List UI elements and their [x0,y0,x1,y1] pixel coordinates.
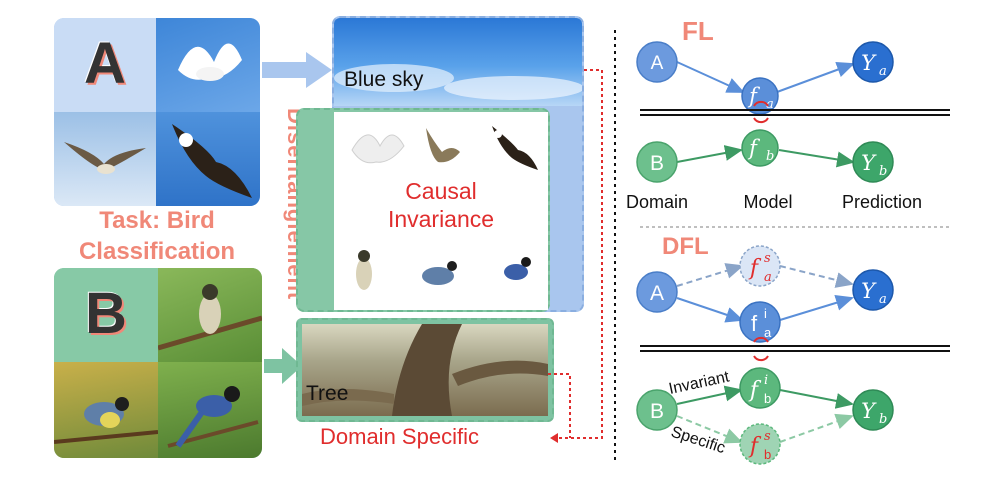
fl-edge-a-fa [676,61,745,93]
fl-label-model: Model [743,192,792,212]
dfl-node-b [636,389,678,431]
dfl-edge-fas-ya [779,265,854,288]
dfl-edge-b-fbi [676,385,743,405]
domain-specific-label: Domain Specific [320,424,479,449]
svg-text:a: a [764,270,772,285]
svg-text:b: b [879,412,887,427]
fl-node-ya [852,41,894,83]
dfl-title: DFL [662,233,709,260]
mini-tit-icon [422,267,454,285]
panel-b-letter-tile: B [54,268,158,362]
dfl-node-fbs [739,423,781,465]
svg-text:b: b [764,391,771,406]
svg-text:f: f [751,311,758,336]
svg-text:Y: Y [861,51,877,75]
panel-a-letter: A [84,31,126,96]
mini-magpie-icon [504,264,528,280]
fl-label-domain: Domain [626,192,688,212]
svg-text:B: B [650,400,664,423]
dfl-node-fbi [739,367,781,409]
mini-gull-icon [426,128,460,163]
dfl-node-fai [739,301,781,343]
svg-text:a: a [879,64,887,79]
bulbul-image [158,268,262,362]
dfl-edge-fai-ya [779,295,854,321]
svg-text:A: A [650,282,664,305]
dfl-node-a [636,271,678,313]
great-tit-image [54,362,158,458]
svg-text:Y: Y [861,279,877,303]
fl-node-b [636,141,678,183]
svg-text:A: A [651,53,664,74]
panel-b: B [54,268,262,458]
tree-panel [296,318,554,422]
dfl-edge-a-fas [676,263,744,287]
mini-bulbul-icon [356,258,372,290]
svg-text:s: s [764,429,771,444]
svg-text:a: a [879,292,887,307]
fl-node-yb [852,141,894,183]
white-dove-image [156,18,260,112]
fl-edge-fb-yb [778,149,855,168]
fl-edge-fa-ya [776,62,855,93]
fl-dfl-diagram: FL A f a Y a B f b Y b Domain Model Pred… [626,16,950,465]
blue-sky-label: Blue sky [344,68,424,91]
dfl-edge-fbi-yb [779,389,854,409]
fl-node-a [636,41,678,83]
blue-magpie-image [158,362,262,458]
fl-label-prediction: Prediction [842,192,922,212]
causal-invariance-box [334,112,548,310]
tree-label: Tree [306,382,349,405]
fl-node-fb [741,129,779,167]
dfl-label-specific: Specific [669,424,728,457]
tree-trunk-image [302,324,548,416]
red-dotted-connector [548,69,603,443]
svg-text:i: i [764,306,767,321]
svg-text:b: b [764,447,771,462]
task-label-line1: Task: Bird [99,207,215,234]
fl-edge-b-fb [676,145,743,163]
mini-dove-icon [351,134,405,164]
panel-a: A [54,18,260,206]
svg-text:Y: Y [861,399,877,423]
dfl-node-yb [852,389,894,431]
svg-text:b: b [766,149,774,164]
svg-text:b: b [879,164,887,179]
svg-text:s: s [764,251,771,266]
task-label-line2: Classification [78,238,236,265]
blue-sky-image [334,18,582,106]
flying-gull-image [54,112,156,206]
vertical-divider [614,30,616,460]
arrow-a-to-sky [262,52,332,88]
mini-eagle-icon [492,126,538,170]
dfl-edge-b-fbs [676,415,743,444]
dfl-node-ya [852,269,894,311]
arrow-b-to-tree [264,348,302,384]
svg-text:a: a [764,325,772,340]
dfl-exchange-icon [753,336,769,362]
svg-text:Y: Y [861,151,877,175]
dfl-node-fas [739,245,781,287]
svg-text:B: B [650,152,664,175]
dfl-edge-fbs-yb [779,413,854,443]
svg-text:a: a [766,97,774,112]
fl-title: FL [682,16,714,46]
svg-text:i: i [764,373,768,388]
panel-a-letter-tile: A [54,18,156,112]
causal-label-line1: Causal [405,178,477,204]
causal-label-line2: Invariance [387,206,495,232]
fl-exchange-icon [753,100,769,124]
bald-eagle-image [156,112,260,206]
panel-b-letter: B [85,281,127,346]
dfl-edge-a-fai [676,297,744,323]
svg-text:f: f [747,136,760,160]
